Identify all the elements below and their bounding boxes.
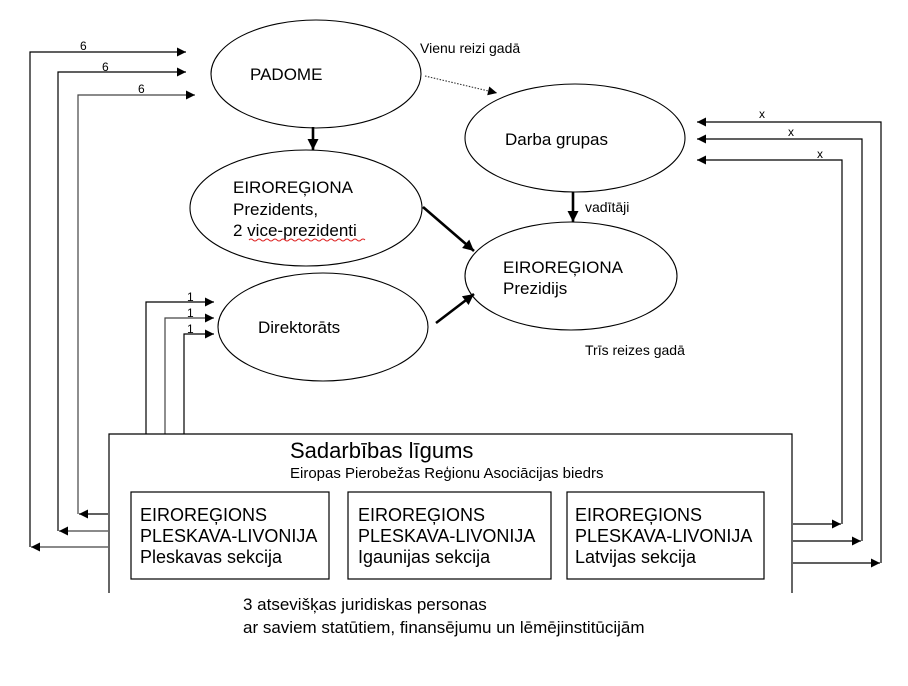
prezidents-line-3: 2 vice-prezidenti [233,221,357,240]
footnote-line-2: ar saviem statūtiem, finansējumu un lēmē… [243,618,645,637]
footnote: 3 atsevišķas juridiskas personas ar savi… [243,595,645,637]
node-darba-grupas: Darba grupas [464,83,686,193]
connector-igaunija-to-padome [57,67,186,531]
agreement-frame [108,433,793,593]
spellcheck-underline [248,238,366,242]
darba-grupas-rep-count-2: x [788,125,794,139]
direktorats-label: Direktorāts [258,318,340,337]
section-box [130,491,330,580]
prezidents-line-1: EIROREĢIONA [233,178,354,197]
section-igaunija: EIROREĢIONS PLESKAVA-LIVONIJA Igaunijas … [347,491,552,580]
connector-to-darba-grupas-2 [697,134,863,541]
connector-to-darba-grupas-3 [697,117,882,563]
prezidijs-line-1: EIROREĢIONA [503,258,624,277]
direktorats-rep-count-1: 1 [187,290,194,304]
section-box [566,491,765,580]
arrow-direktorats-to-prezidijs [435,292,475,325]
annotation-leaders: vadītāji [585,199,629,215]
connector-pleskava-to-padome [29,47,186,547]
prezidents-label: EIROREĢIONA Prezidents, 2 vice-prezident… [233,178,357,240]
direktorats-rep-count-3: 1 [187,322,194,336]
annotation-once-a-year: Vienu reizi gadā [420,40,520,56]
prezidents-line-2: Prezidents, [233,200,318,219]
connector-to-direktorats-1 [145,297,214,434]
darba-grupas-ellipse [464,83,686,193]
darba-grupas-label: Darba grupas [505,130,608,149]
direktorats-connectors: 1 1 1 [145,290,214,434]
agreement-subtitle: Eiropas Pierobežas Reģionu Asociācijas b… [290,465,604,482]
agreement-container: Sadarbības līgums Eiropas Pierobežas Reģ… [108,433,793,593]
darba-grupas-connectors: x x x [697,107,882,568]
section-box [347,491,552,580]
direktorats-ellipse [217,272,429,382]
section-text: EIROREĢIONS PLESKAVA-LIVONIJA Pleskavas … [140,505,321,567]
prezidijs-ellipse [464,221,678,331]
connector-latvija-to-padome [77,90,195,514]
padome-rep-count-1: 6 [80,39,87,53]
node-prezidents: EIROREĢIONA Prezidents, 2 vice-prezident… [189,149,423,267]
padome-rep-count-3: 6 [138,82,145,96]
direktorats-rep-count-2: 1 [187,306,194,320]
prezidijs-line-2: Prezidijs [503,279,567,298]
padome-ellipse [210,19,422,129]
arrow-padome-to-darba-grupas-dotted [424,75,498,96]
padome-label: PADOME [250,65,322,84]
node-direktorats: Direktorāts [217,272,429,382]
section-pleskava: EIROREĢIONS PLESKAVA-LIVONIJA Pleskavas … [130,491,330,580]
prezidents-ellipse [189,149,423,267]
node-prezidijs: EIROREĢIONA Prezidijs [464,221,678,331]
annotation-three-times-a-year: Trīs reizes gadā [585,342,685,358]
padome-rep-count-2: 6 [102,60,109,74]
connector-to-direktorats-3 [183,329,214,434]
padome-connectors: 6 6 6 [29,39,195,552]
darba-grupas-rep-count-3: x [817,147,823,161]
node-padome: PADOME [210,19,422,129]
agreement-title: Sadarbības līgums [290,438,473,463]
footnote-line-1: 3 atsevišķas juridiskas personas [243,595,487,614]
prezidijs-label: EIROREĢIONA Prezidijs [503,258,627,298]
section-latvija: EIROREĢIONS PLESKAVA-LIVONIJA Latvijas s… [566,491,765,580]
darba-grupas-rep-count-1: x [759,107,765,121]
arrow-prezidents-to-prezidijs [422,206,475,252]
section-text: EIROREĢIONS PLESKAVA-LIVONIJA Latvijas s… [575,505,756,567]
connector-to-direktorats-2 [164,313,214,434]
section-text: EIROREĢIONS PLESKAVA-LIVONIJA Igaunijas … [358,505,539,567]
connector-to-darba-grupas-1 [697,155,843,524]
